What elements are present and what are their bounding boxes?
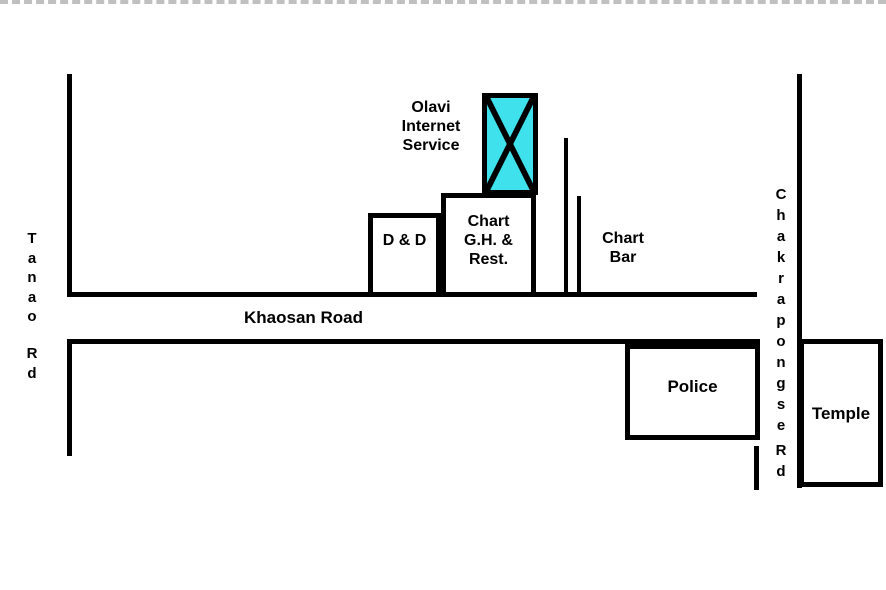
chart-gh-building [441,193,536,297]
chakrapongse-rd-suffix-label: R d [775,442,787,480]
chart-gh-building-label: Chart G.H. & Rest. [464,213,513,268]
tanao-road-line-lower [67,339,72,456]
tanao-rd-suffix-label: R d [26,345,38,382]
chart-bar-alley-line-left [564,138,568,294]
dd-building [368,213,441,297]
tanao-road-label: T a n a o [27,230,37,325]
chart-bar-label: Chart Bar [602,230,644,266]
khaosan-road-line-south [67,339,760,344]
olavi-building [482,93,538,195]
chakrapongse-road-label: C h a k r a p o n g s e [775,186,787,434]
chakrapongse-road-line-east [797,74,802,488]
chart-bar-alley-line-right [577,196,581,294]
khaosan-road-label: Khaosan Road [244,308,364,327]
police-building [625,344,760,440]
x-mark-icon [487,98,533,190]
police-building-label: Police [667,377,718,396]
chakrapongse-road-line-west-lower [754,446,759,490]
temple-building [799,339,883,487]
temple-building-label: Temple [811,404,871,423]
dd-building-label: D & D [382,232,427,249]
olavi-building-label: Olavi Internet Service [401,99,461,154]
bottom-dashed-line [0,0,886,4]
tanao-road-line-upper [67,74,72,297]
